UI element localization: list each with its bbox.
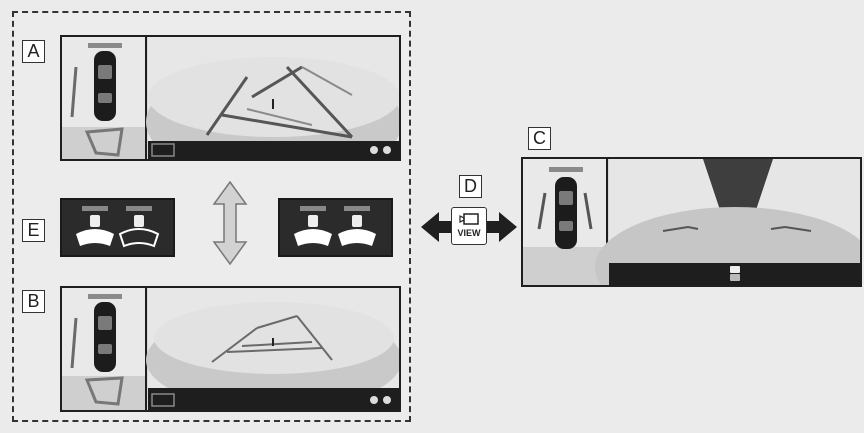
up-down-arrow-icon [212, 180, 248, 266]
label-e: E [22, 219, 45, 242]
sensor-panel-right [278, 198, 393, 257]
sensor-icon-right-2 [338, 215, 376, 246]
screen-a [60, 35, 402, 182]
view-button[interactable]: VIEW [451, 207, 487, 245]
car-top-view-icon-b [88, 294, 122, 372]
sensor-icon-left-2 [118, 215, 160, 248]
sensor-icon-right-1 [294, 215, 332, 246]
screen-b [60, 286, 402, 412]
screen-c-graphic [523, 159, 864, 327]
screen-c [521, 157, 864, 327]
label-b: B [22, 290, 45, 313]
view-button-label: VIEW [457, 228, 481, 238]
screen-b-graphic [62, 288, 402, 410]
sensor-icon-left-1 [76, 215, 114, 246]
camera-icon [459, 213, 479, 225]
sensor-icon-c [730, 266, 740, 281]
sensor-icon-b [370, 396, 391, 404]
car-top-view-icon-c [549, 167, 583, 249]
label-a: A [22, 40, 45, 63]
sensor-panel-left [60, 198, 175, 257]
sensor-icon [370, 146, 391, 154]
car-top-view-icon [88, 43, 122, 121]
label-d: D [459, 175, 482, 198]
screen-a-graphic [62, 37, 402, 182]
label-c: C [528, 127, 551, 150]
